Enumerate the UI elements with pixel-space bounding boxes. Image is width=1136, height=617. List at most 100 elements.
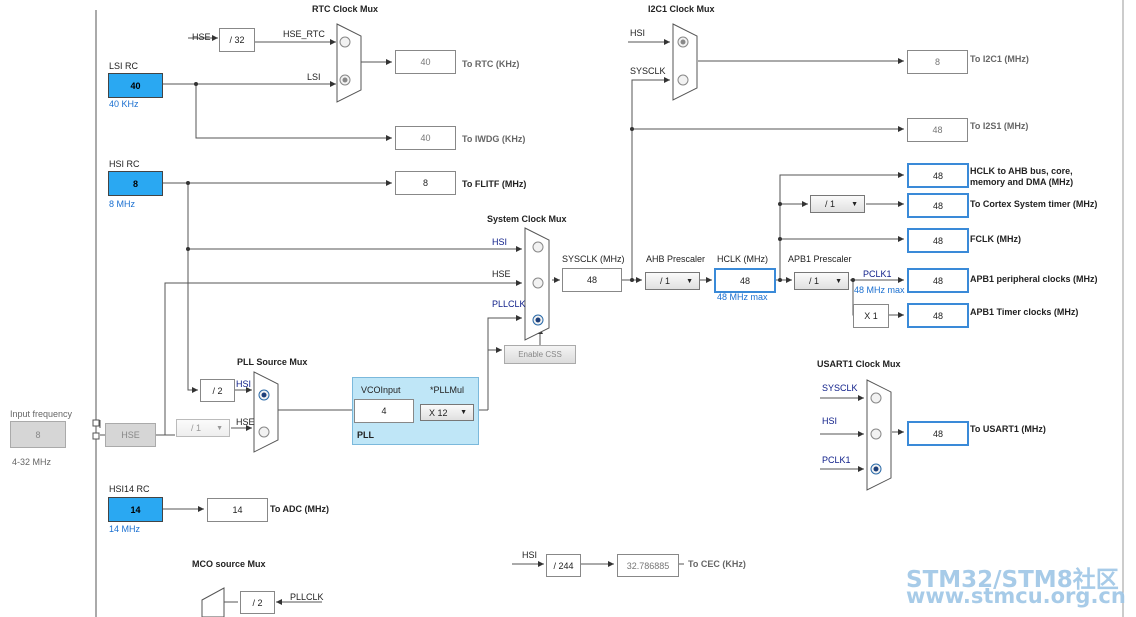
apb1-timer-output-value[interactable]: 48 — [907, 303, 969, 328]
hsi14-value[interactable]: 14 — [108, 497, 163, 522]
input-frequency-range: 4-32 MHz — [12, 457, 52, 467]
i2c-sysclk-label: SYSCLK — [630, 66, 666, 76]
pll-hsi-label: HSI — [236, 379, 252, 389]
hclk-max: 48 MHz max — [717, 292, 768, 302]
pll-vco-value: 4 — [354, 399, 414, 423]
sysmux-pllclk-label: PLLCLK — [492, 299, 526, 309]
fclk-output-value[interactable]: 48 — [907, 228, 969, 253]
hsi-title: HSI RC — [109, 159, 140, 169]
lsi-signal-label: LSI — [307, 72, 321, 82]
mco-div2[interactable]: / 2 — [240, 591, 275, 614]
hclk-value[interactable]: 48 — [714, 268, 776, 293]
cortex-output-value[interactable]: 48 — [907, 193, 969, 218]
i2s1-output-value: 48 — [907, 118, 968, 142]
hse-signal-label: HSE — [192, 32, 211, 42]
rtc-output-value: 40 — [395, 50, 456, 74]
sysmux-hse-label: HSE — [492, 269, 511, 279]
ahb-prescaler-value: / 1 — [660, 276, 671, 286]
lsi-value[interactable]: 40 — [108, 73, 163, 98]
pll-title: PLL — [357, 430, 374, 440]
usart1-mux-title: USART1 Clock Mux — [817, 359, 901, 369]
sysclk-label: SYSCLK (MHz) — [562, 254, 625, 264]
hclk-label: HCLK (MHz) — [717, 254, 768, 264]
adc-output-label: To ADC (MHz) — [270, 504, 329, 514]
apb1-prescaler-label: APB1 Prescaler — [788, 254, 852, 264]
iwdg-output-label: To IWDG (KHz) — [462, 134, 526, 144]
i2c1-mux-title: I2C1 Clock Mux — [648, 4, 715, 14]
chevron-down-icon: ▼ — [460, 409, 467, 416]
apb1-timer-output-label: APB1 Timer clocks (MHz) — [970, 307, 1079, 317]
hse-prediv-select[interactable]: / 1▼ — [176, 419, 230, 437]
pll-mul-select[interactable]: X 12 ▼ — [420, 404, 474, 421]
chevron-down-icon: ▼ — [835, 277, 842, 285]
pll-mul-value: X 12 — [429, 407, 448, 418]
hse-div32[interactable]: / 32 — [219, 28, 255, 52]
pll-hse-label: HSE — [236, 417, 255, 427]
mco-mux-title: MCO source Mux — [192, 559, 266, 569]
cec-div244[interactable]: / 244 — [546, 554, 581, 577]
ahb-output-label: HCLK to AHB bus, core, — [970, 166, 1073, 176]
pll-hsi-div2[interactable]: / 2 — [200, 379, 235, 402]
cortex-div-value: / 1 — [825, 199, 836, 209]
apb1-prescaler-select[interactable]: / 1 ▼ — [794, 272, 849, 290]
pll-source-mux-title: PLL Source Mux — [237, 357, 308, 367]
chevron-down-icon: ▼ — [686, 277, 693, 285]
rtc-mux-shape — [336, 23, 362, 103]
timer-multiplier: X 1 — [853, 304, 889, 328]
pll-mul-label: *PLLMul — [430, 385, 465, 395]
hsi14-freq: 14 MHz — [109, 524, 141, 534]
iwdg-output-value: 40 — [395, 126, 456, 150]
lsi-title: LSI RC — [109, 61, 139, 71]
rtc-mux-title: RTC Clock Mux — [312, 4, 379, 14]
usart1-output-label: To USART1 (MHz) — [970, 424, 1046, 434]
hse-rtc-label: HSE_RTC — [283, 29, 325, 39]
mco-pllclk-label: PLLCLK — [290, 592, 324, 602]
sysclk-value: 48 — [562, 268, 622, 292]
usart-sysclk-label: SYSCLK — [822, 383, 858, 393]
cec-output-value: 32.786885 — [617, 554, 679, 577]
chevron-down-icon: ▼ — [851, 200, 858, 208]
flitf-output-value: 8 — [395, 171, 456, 195]
rtc-output-label: To RTC (KHz) — [462, 59, 520, 69]
pclk1-max: 48 MHz max — [854, 285, 905, 295]
adc-output-value: 14 — [207, 498, 268, 522]
ahb-prescaler-label: AHB Prescaler — [646, 254, 706, 264]
i2c-hsi-label: HSI — [630, 28, 646, 38]
cec-output-label: To CEC (KHz) — [688, 559, 746, 569]
lsi-freq: 40 KHz — [109, 99, 139, 109]
cec-hsi-label: HSI — [522, 550, 538, 560]
hsi-value[interactable]: 8 — [108, 171, 163, 196]
watermark-line2: www.stmcu.org.cn — [906, 584, 1126, 608]
i2c1-mux-shape — [672, 23, 698, 101]
hse-prediv-value: / 1 — [191, 423, 202, 433]
usart1-output-value[interactable]: 48 — [907, 421, 969, 446]
hsi-freq: 8 MHz — [109, 199, 136, 209]
pll-vco-label: VCOInput — [361, 385, 401, 395]
mco-mux-shape — [201, 587, 225, 617]
usart-pclk1-label: PCLK1 — [822, 455, 851, 465]
watermark-line1: STM32/STM8社区 — [906, 567, 1119, 593]
apb1-prescaler-value: / 1 — [809, 276, 820, 286]
hsi14-title: HSI14 RC — [109, 484, 150, 494]
sysmux-hsi-label: HSI — [492, 237, 508, 247]
input-frequency-value[interactable]: 8 — [10, 421, 66, 448]
input-frequency-title: Input frequency — [10, 409, 73, 419]
enable-css-button[interactable]: Enable CSS — [504, 345, 576, 364]
pll-source-mux-shape — [253, 371, 279, 453]
cortex-output-label: To Cortex System timer (MHz) — [970, 199, 1098, 209]
i2s1-output-label: To I2S1 (MHz) — [970, 121, 1029, 131]
apb1-output-label: APB1 peripheral clocks (MHz) — [970, 274, 1098, 284]
ahb-prescaler-select[interactable]: / 1 ▼ — [645, 272, 700, 290]
apb1-output-value[interactable]: 48 — [907, 268, 969, 293]
flitf-output-label: To FLITF (MHz) — [462, 179, 527, 189]
usart-hsi-label: HSI — [822, 416, 838, 426]
ahb-output-value[interactable]: 48 — [907, 163, 969, 188]
i2c1-output-value: 8 — [907, 50, 968, 74]
cortex-div-select[interactable]: / 1 ▼ — [810, 195, 865, 213]
fclk-output-label: FCLK (MHz) — [970, 234, 1021, 244]
i2c1-output-label: To I2C1 (MHz) — [970, 54, 1029, 64]
system-mux-title: System Clock Mux — [487, 214, 567, 224]
pclk1-label: PCLK1 — [863, 269, 892, 279]
